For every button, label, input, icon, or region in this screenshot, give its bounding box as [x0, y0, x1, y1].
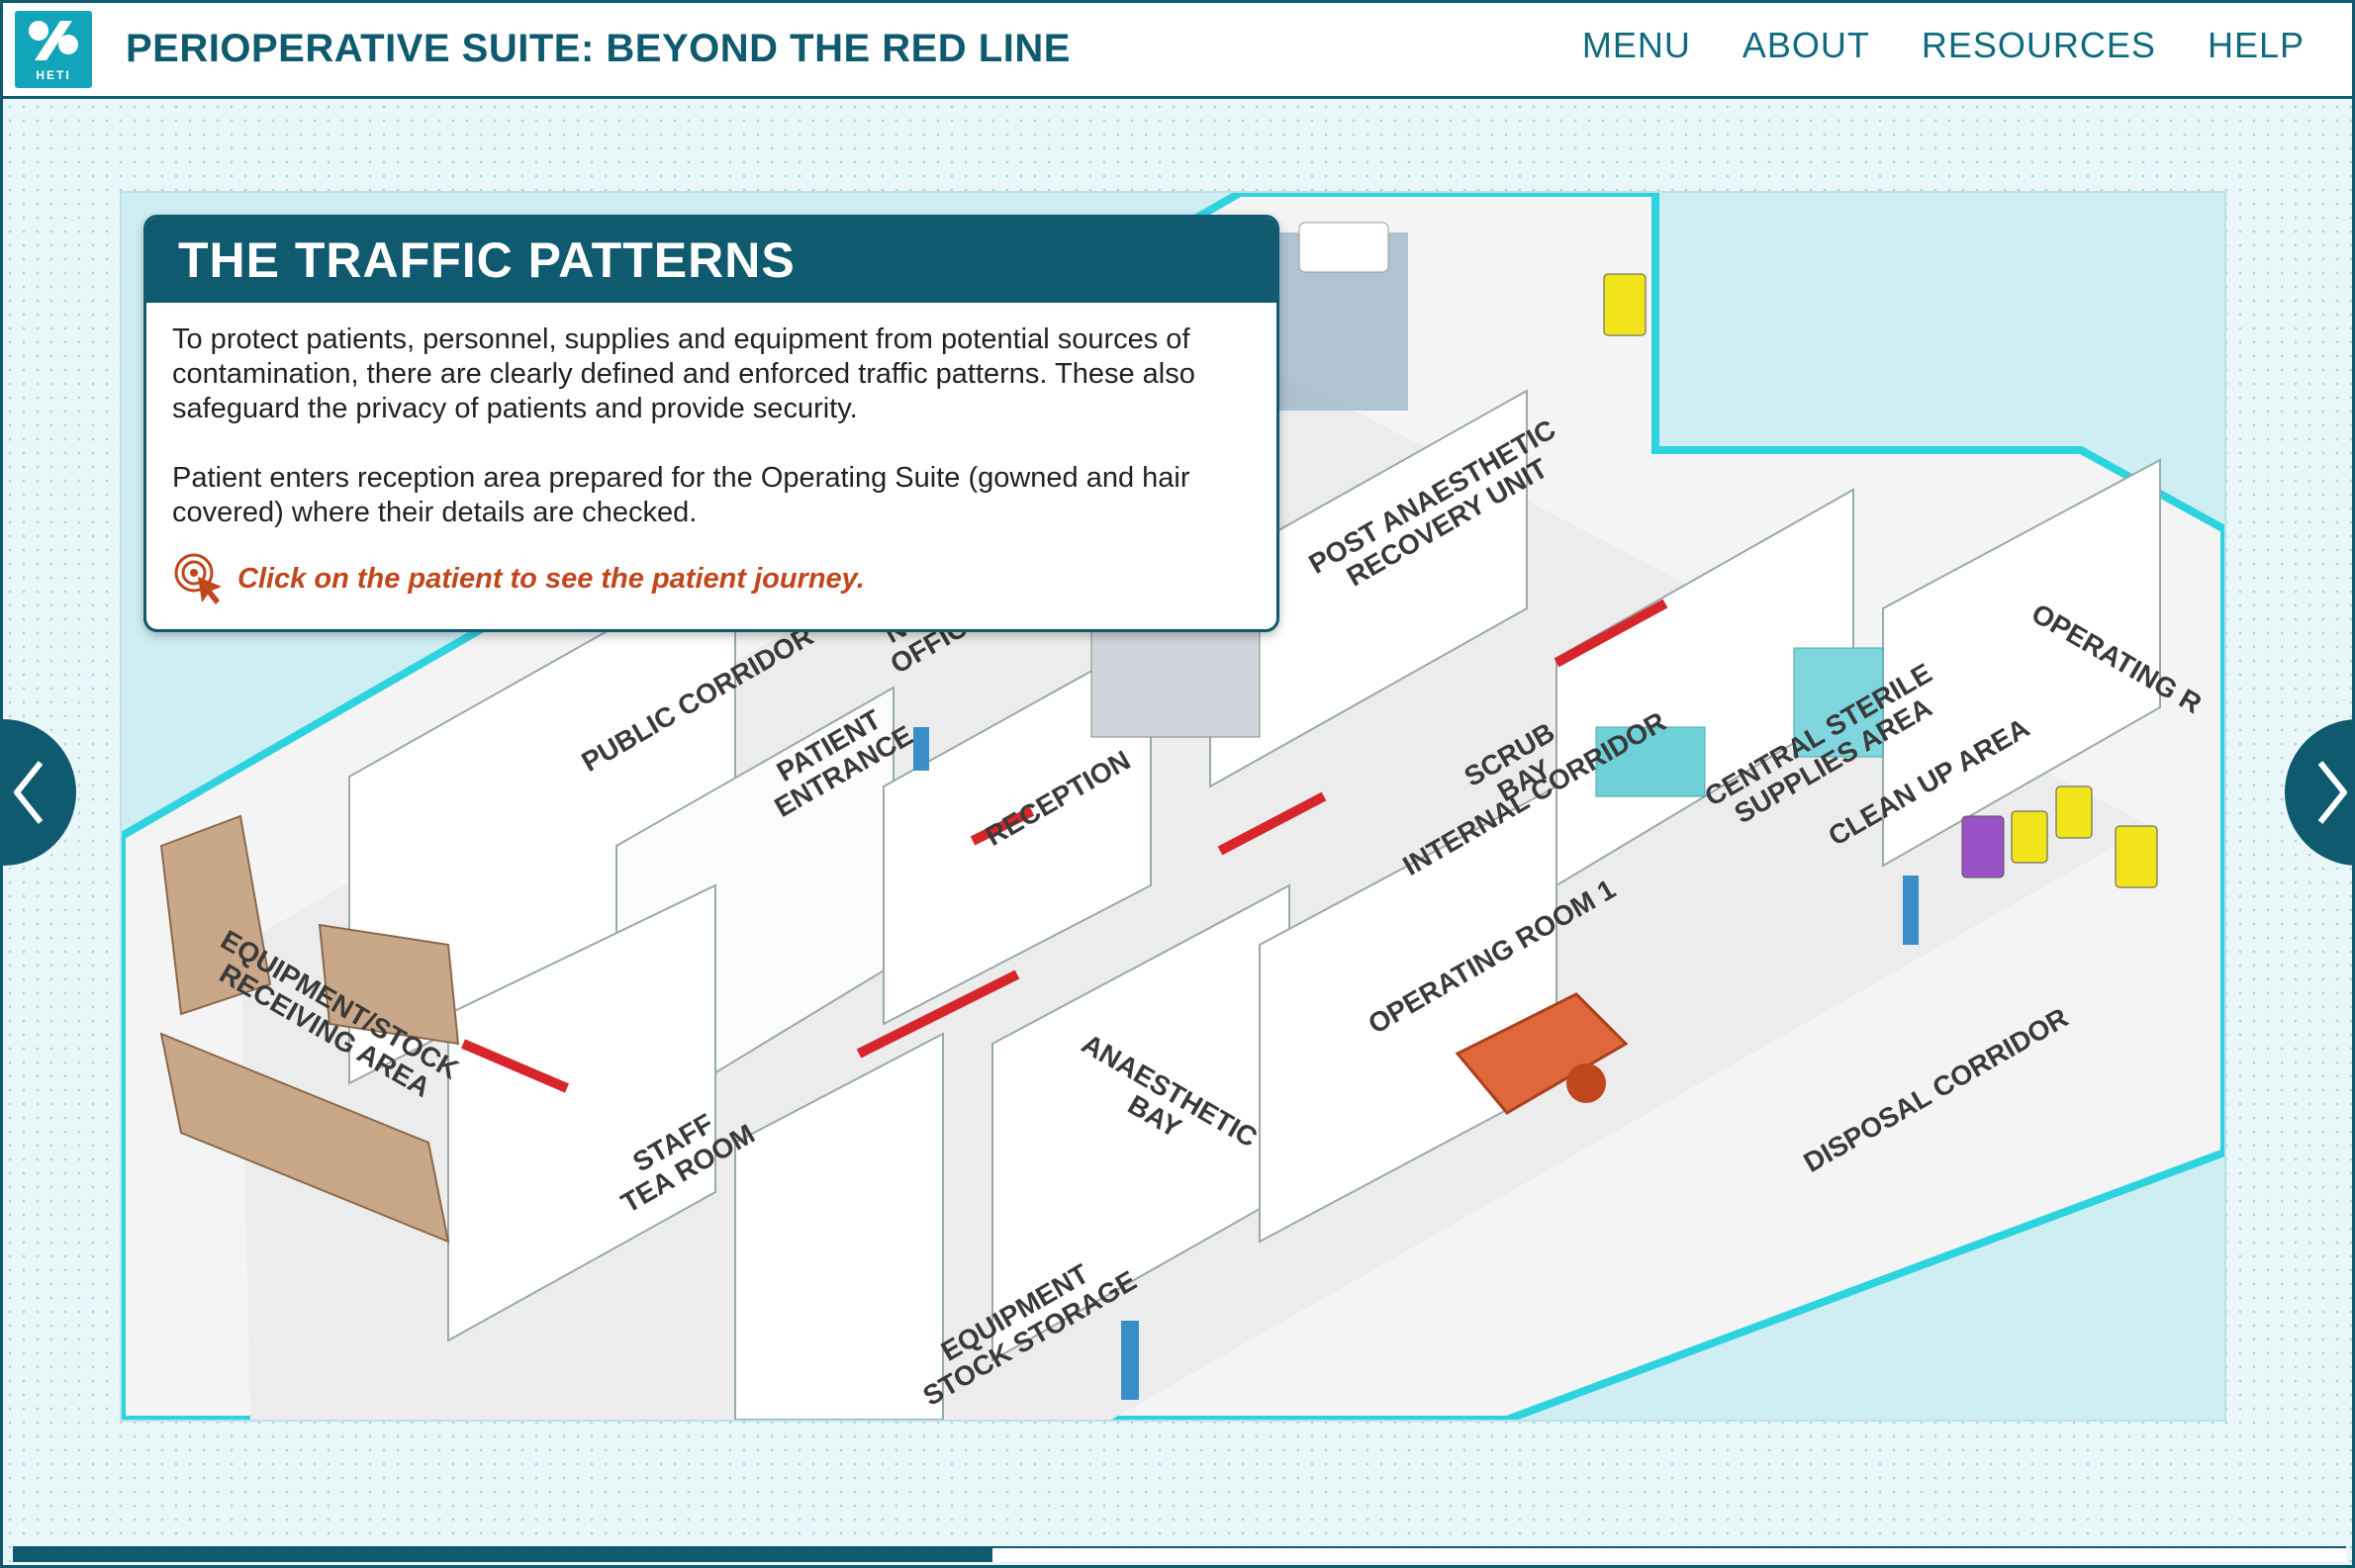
patient-hotspot[interactable]	[1458, 984, 1636, 1123]
header: HETI PERIOPERATIVE SUITE: BEYOND THE RED…	[3, 3, 2352, 99]
progress-fill	[13, 1548, 993, 1562]
heti-logo[interactable]: HETI	[15, 11, 92, 88]
app-title: PERIOPERATIVE SUITE: BEYOND THE RED LINE	[126, 27, 1071, 70]
click-target-icon	[174, 553, 222, 604]
info-panel: THE TRAFFIC PATTERNS To protect patients…	[143, 215, 1279, 632]
panel-paragraph-2: Patient enters reception area prepared f…	[172, 462, 1190, 528]
panel-heading: THE TRAFFIC PATTERNS	[146, 218, 1276, 303]
nav-about[interactable]: ABOUT	[1742, 25, 1870, 65]
nav-menu[interactable]: MENU	[1581, 25, 1691, 65]
top-nav: MENU ABOUT RESOURCES HELP	[1531, 25, 2305, 66]
logo-mark-icon	[29, 21, 78, 60]
previous-button[interactable]	[0, 719, 76, 866]
chevron-right-icon	[2317, 761, 2347, 824]
floor-plan-illustration	[122, 193, 2224, 1420]
chevron-left-icon	[14, 761, 44, 824]
panel-paragraph-1: To protect patients, personnel, supplies…	[172, 323, 1195, 424]
progress-bar	[13, 1546, 2346, 1562]
logo-text: HETI	[36, 68, 71, 82]
cta-text: Click on the patient to see the patient …	[237, 562, 865, 595]
panel-body: To protect patients, personnel, supplies…	[146, 303, 1276, 606]
patient-journey-cta[interactable]: Click on the patient to see the patient …	[172, 551, 1253, 606]
nav-resources[interactable]: RESOURCES	[1921, 25, 2156, 65]
next-button[interactable]	[2285, 719, 2355, 866]
nav-help[interactable]: HELP	[2207, 25, 2305, 65]
